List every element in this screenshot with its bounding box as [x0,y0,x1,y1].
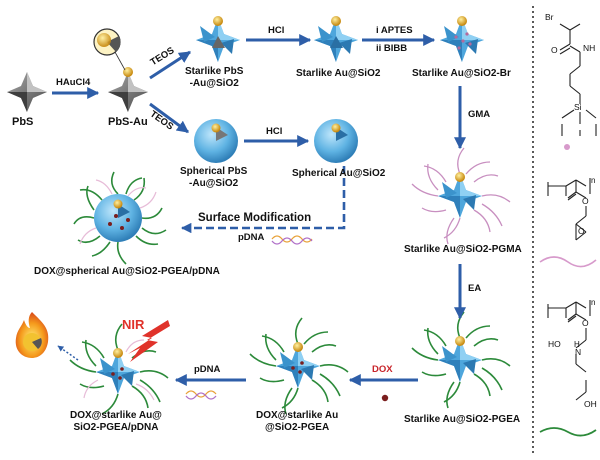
dox-molecule-icon [381,394,389,402]
nir-lightning-icon [128,320,170,362]
pbs-au-particle [108,67,148,112]
atom-o-1: O [551,45,558,55]
atom-nh: NH [583,43,596,53]
dox-starlike-pgea-particle [249,317,349,415]
atom-br: Br [545,12,554,22]
starlike-pgea-particle [411,311,511,409]
label-spherical-au-sio2: Spherical Au@SiO2 [292,168,386,179]
atom-si: Si [574,102,582,112]
arrow-label-pdna-bottom: pDNA [194,364,221,375]
dox-starlike-pgea-pdna-particle [69,323,169,415]
bibb-initiator-structure [559,23,597,136]
arrow-label-surface-modification: Surface Modification [198,212,312,224]
label-dox-starlike-pgea: DOX@starlike Au @SiO2-PGEA [256,410,339,433]
label-starlike-pgma: Starlike Au@SiO2-PGMA [404,244,522,255]
dox-spherical-particle [73,171,167,265]
atom-o-2: O [582,196,589,206]
arrow-label-ea: EA [468,283,482,294]
label-starlike-au-sio2-br: Starlike Au@SiO2-Br [412,68,511,79]
atom-h: H [574,340,580,349]
starlike-pbs-au-sio2-particle [196,16,240,62]
arrow-label-hcl-mid: HCl [266,126,283,137]
label-pbs-au: PbS-Au [108,116,148,128]
burning-particle-icon [15,312,49,358]
arrow-label-nir: NIR [122,317,145,332]
label-starlike-pgea: Starlike Au@SiO2-PGEA [404,414,521,425]
spherical-au-sio2-particle [314,119,358,163]
label-dox-spherical: DOX@spherical Au@SiO2-PGEA/pDNA [34,266,220,277]
pgma-chain-icon [539,256,597,268]
arrow-teos-top [149,50,192,80]
arrow-surface-modification [180,166,346,234]
atom-o-4: O [582,318,589,328]
label-starlike-au-sio2: Starlike Au@SiO2 [296,68,381,79]
zoom-inset [93,28,126,71]
label-spherical-pbs-au-sio2: Spherical PbS -Au@SiO2 [180,166,248,189]
atom-o-3: O [578,226,585,236]
starlike-au-sio2-br-particle [440,16,484,62]
arrow-label-pdna-mid: pDNA [238,232,265,243]
atom-n-subscript-2: n [591,298,596,307]
atom-n-subscript-1: n [591,176,596,185]
atom-ho: HO [548,339,561,349]
arrow-label-bibb: ii BIBB [376,43,408,54]
pgea-structure [547,300,591,401]
label-dox-starlike-pgea-pdna: DOX@starlike Au@ SiO2-PGEA/pDNA [70,410,162,433]
arrow-teos-bottom [149,102,189,134]
arrow-label-haucl4: HAuCl4 [56,77,91,88]
arrow-label-gma: GMA [468,109,491,120]
atom-n: N [575,347,582,357]
pgea-chain-icon [539,427,597,437]
pdna-helix-icon-bottom [185,390,217,400]
label-starlike-pbs-au-sio2: Starlike PbS -Au@SiO2 [185,66,244,89]
br-dot-icon [564,144,570,150]
pbs-particle [7,72,47,112]
atom-oh: OH [584,399,597,409]
arrow-label-hcl-top: HCl [268,25,285,36]
arrow-label-dox: DOX [372,364,393,375]
pdna-helix-icon-mid [271,235,313,245]
arrow-label-aptes: i APTES [376,25,413,36]
starlike-au-sio2-particle [314,16,358,62]
pgma-structure [547,178,591,241]
release-dotted-arrow [57,345,79,361]
starlike-pgma-particle [411,147,511,245]
label-pbs: PbS [12,116,34,128]
spherical-pbs-au-sio2-particle [194,119,238,163]
